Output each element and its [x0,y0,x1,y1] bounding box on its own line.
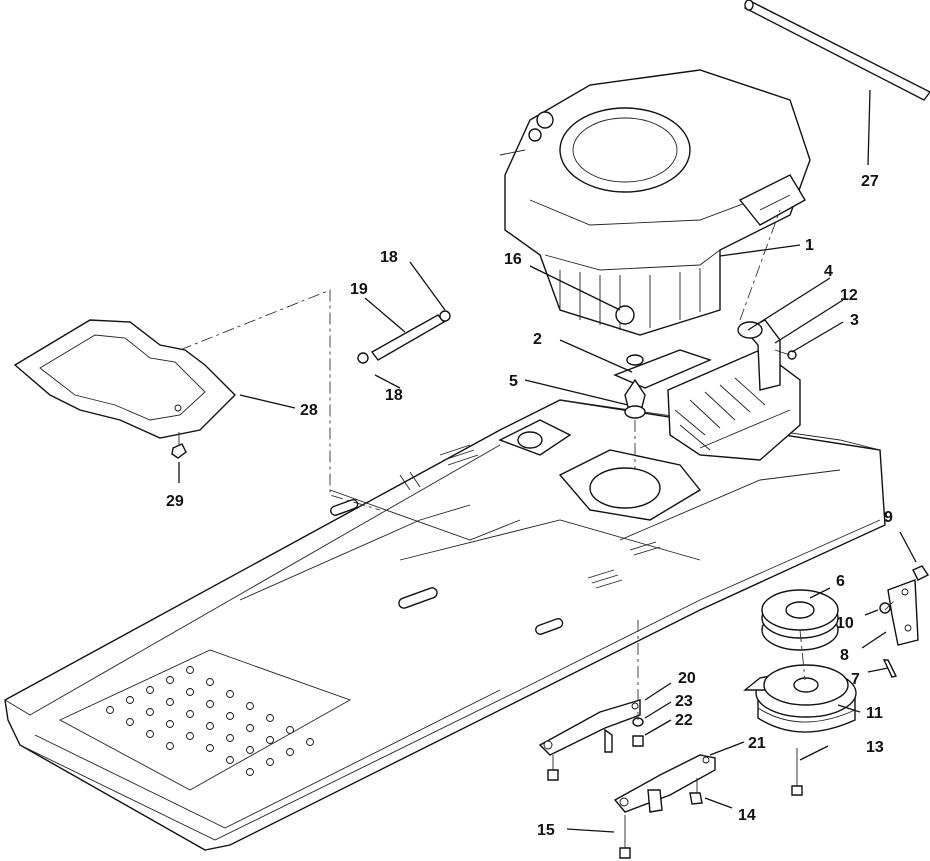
cover-plate [13,319,236,439]
nut-22 [632,735,644,747]
clutch-bracket [887,579,919,646]
callout-2: 2 [533,331,542,348]
pulley [761,589,839,651]
alignment-lines [179,209,896,720]
callout-28: 28 [300,402,318,419]
bracket-21 [613,754,716,813]
bolt-13 [791,748,803,796]
callout-19: 19 [350,281,368,298]
callout-21: 21 [748,735,766,752]
callout-4: 4 [824,263,833,280]
washer-10 [879,602,891,614]
fuel-tube [357,310,451,364]
callout-labels: 1 4 12 3 27 16 2 5 18 19 18 28 29 9 6 10… [166,173,893,839]
callout-23: 23 [675,693,693,710]
floor-perforations [106,666,314,776]
callout-3: 3 [850,312,859,329]
callout-5: 5 [509,373,518,390]
bolt-14 [689,778,703,805]
callout-11: 11 [866,705,883,722]
tube [743,0,930,101]
callout-9: 9 [884,509,893,526]
bolt-9 [912,565,930,581]
bolt-29 [171,432,187,459]
callout-18-bottom: 18 [385,387,403,404]
callout-10: 10 [836,615,854,632]
callout-1: 1 [805,237,814,254]
callout-7: 7 [851,671,860,688]
callout-20: 20 [678,670,696,687]
engine [499,69,811,336]
callout-18-top: 18 [380,249,398,266]
callout-22: 22 [675,712,693,729]
bracket-20 [538,699,641,756]
chassis-frame [4,399,886,851]
engine-mount-spacer [613,349,712,419]
callout-16: 16 [504,251,522,268]
leader-lines [178,89,917,833]
callout-27: 27 [861,173,879,190]
callout-14: 14 [738,807,756,824]
callout-6: 6 [836,573,845,590]
callout-12: 12 [840,287,858,304]
muffler [667,319,801,461]
bolt-15 [619,815,631,859]
callout-8: 8 [840,647,849,664]
callout-13: 13 [866,739,884,756]
callout-29: 29 [166,493,184,510]
bolt-under-frame [547,755,559,781]
callout-15: 15 [537,822,555,839]
pin-7 [882,659,898,678]
clutch [743,664,857,733]
